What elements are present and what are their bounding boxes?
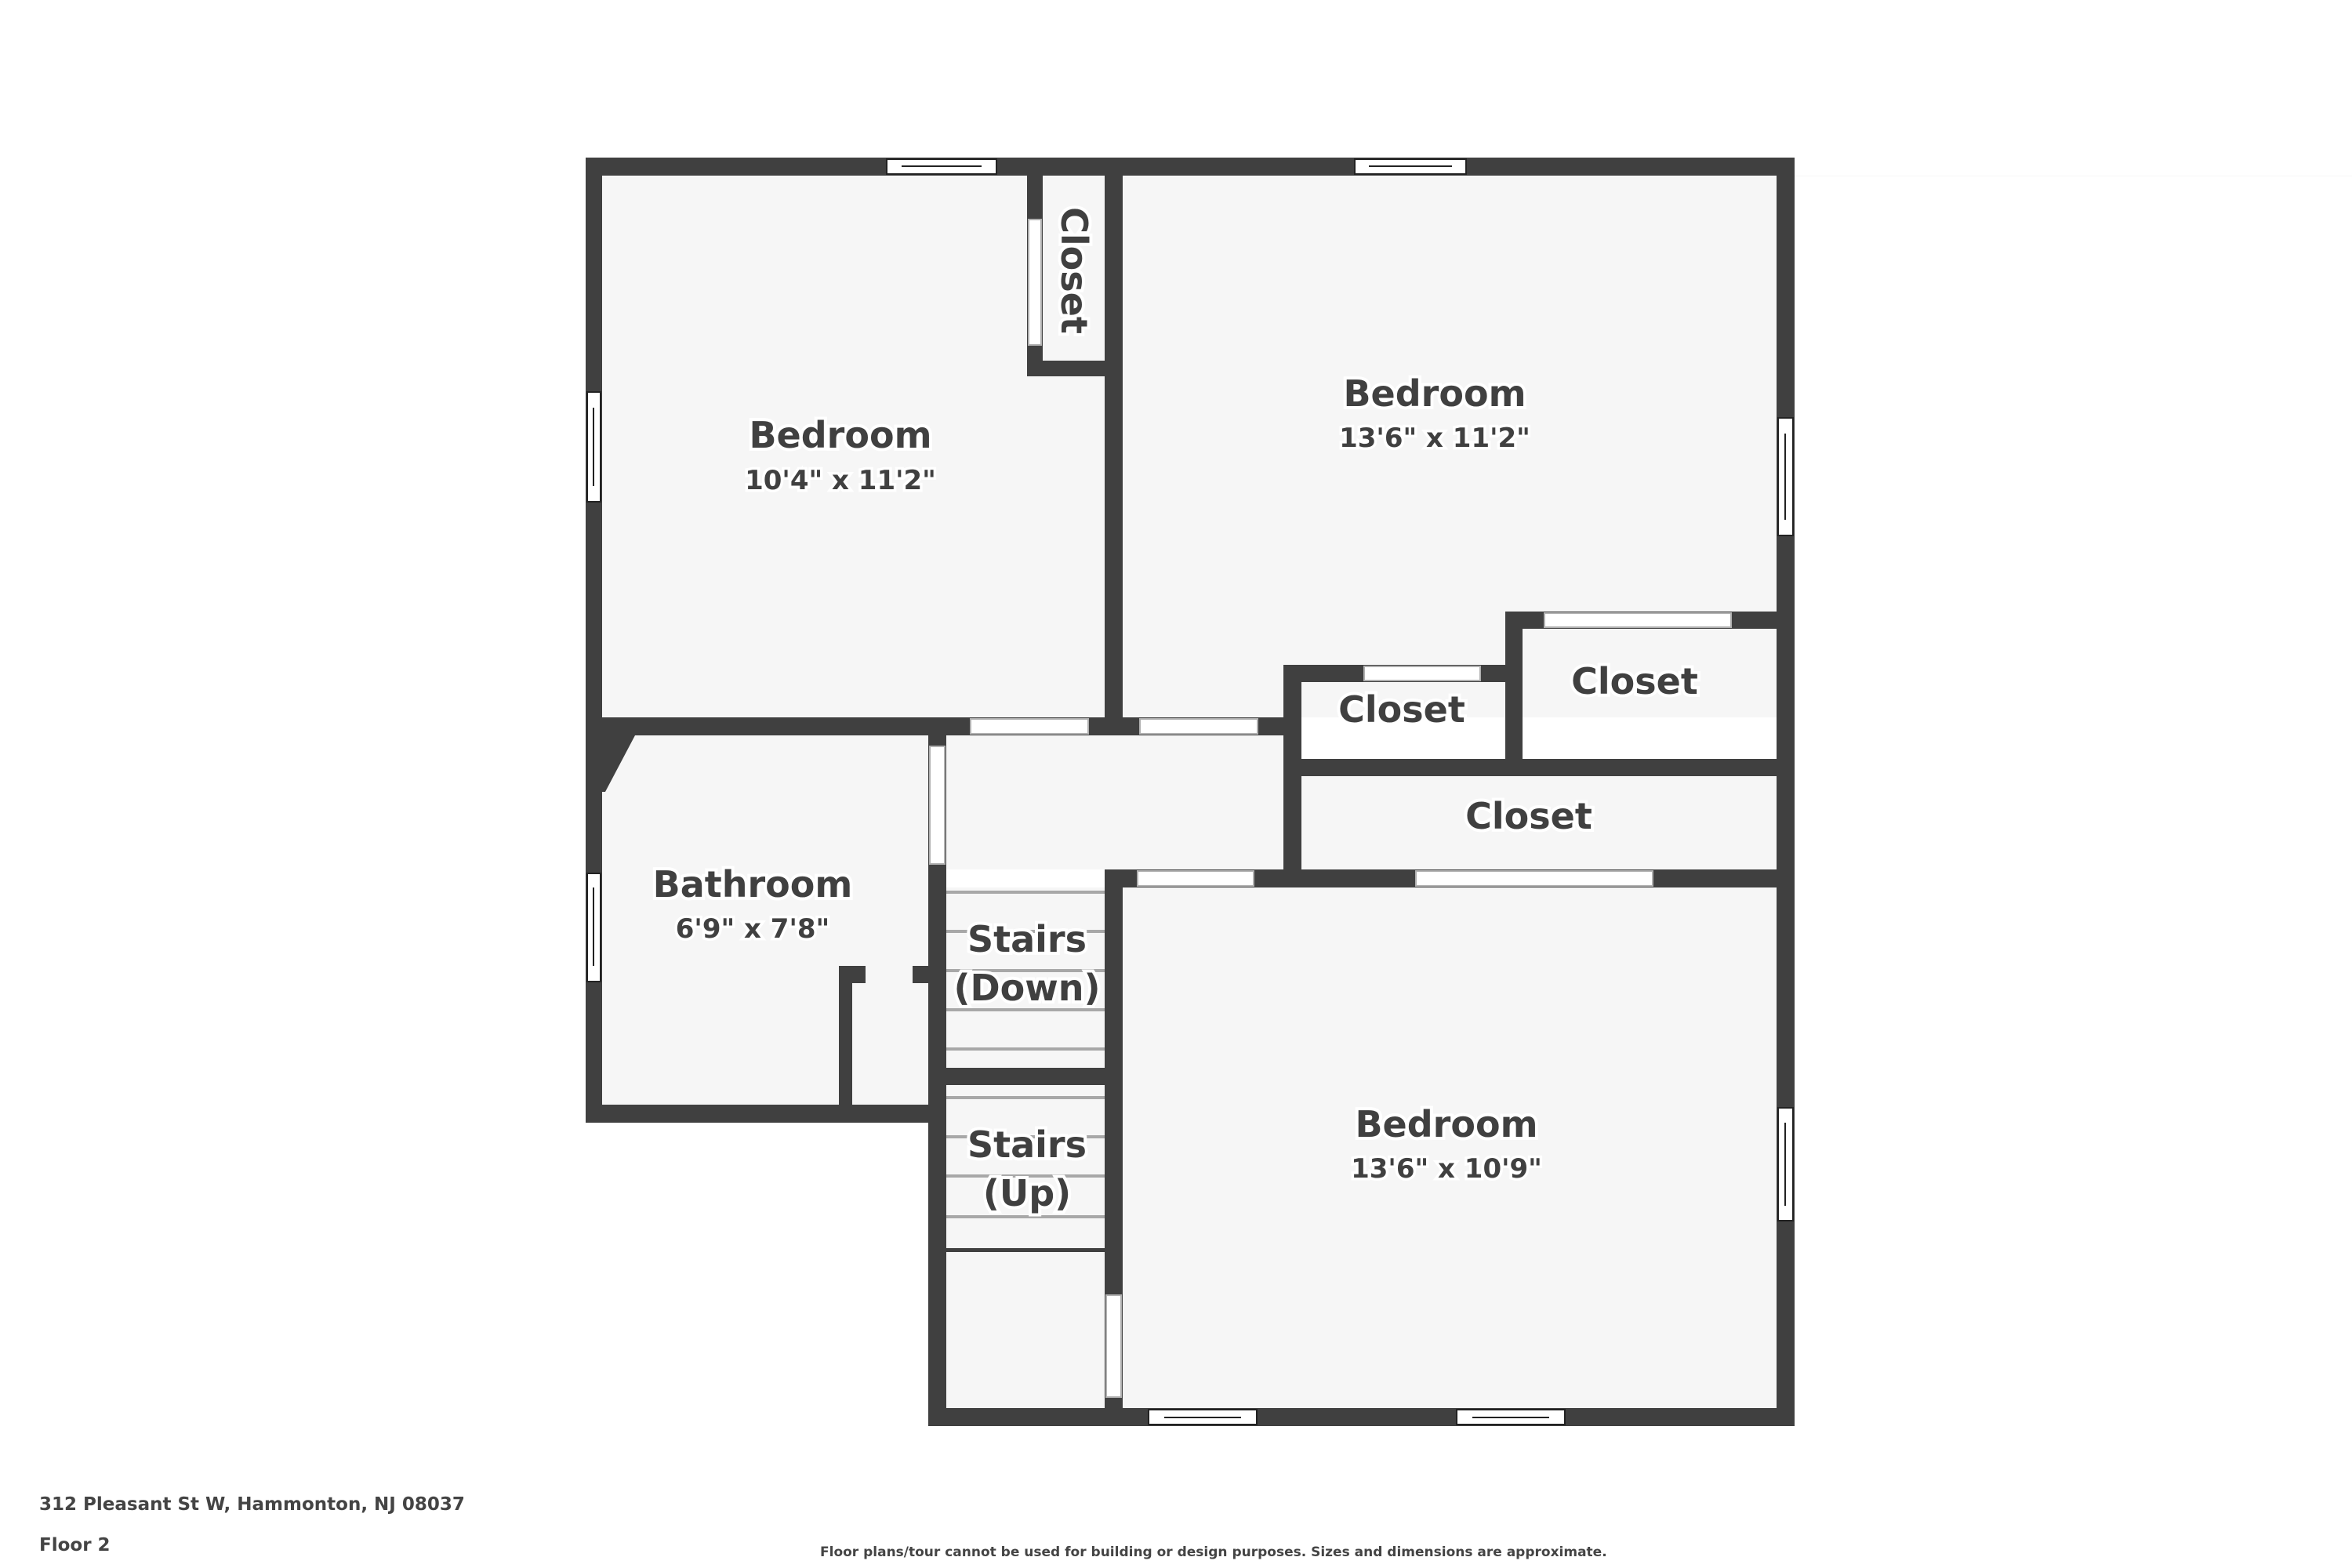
closet-ne-label: Closet xyxy=(1571,660,1698,702)
bedroom-se-label: Bedroom xyxy=(1355,1103,1537,1145)
windows xyxy=(586,158,1794,1425)
stairs-down-direction: (Down) xyxy=(953,967,1100,1009)
window-icon xyxy=(1354,158,1467,175)
window-icon xyxy=(1777,1107,1794,1221)
window-icon xyxy=(886,158,997,175)
room-labels: Bedroom 10'4" x 11'2" Closet Bedroom 13'… xyxy=(650,204,1701,1218)
doorways xyxy=(929,219,1732,1398)
stairs-up-direction: (Up) xyxy=(983,1172,1071,1214)
stairs-up-label: Stairs xyxy=(967,1123,1087,1166)
window-icon xyxy=(1456,1409,1566,1425)
closet-small-label: Closet xyxy=(1338,688,1465,731)
bathroom-floor xyxy=(602,735,928,1105)
bedroom-ne-label: Bedroom xyxy=(1343,372,1526,415)
stairs-floor xyxy=(946,887,1105,1408)
hallway-floor xyxy=(946,735,1288,869)
bathroom-label: Bathroom xyxy=(653,863,853,906)
disclaimer: Floor plans/tour cannot be used for buil… xyxy=(820,1544,1607,1560)
stair-treads xyxy=(946,891,1105,1218)
floor-label: Floor 2 xyxy=(39,1535,111,1555)
bedroom-se-floor xyxy=(1123,887,1777,1408)
stairs-down-label: Stairs xyxy=(967,918,1087,960)
closet-long-floor xyxy=(1301,776,1777,869)
window-icon xyxy=(586,873,601,982)
window-icon xyxy=(586,391,601,503)
window-icon xyxy=(1148,1409,1258,1425)
closet-nw-label: Closet xyxy=(1053,207,1095,334)
closet-long-label: Closet xyxy=(1465,795,1592,837)
bedroom-ne-dimensions: 13'6" x 11'2" xyxy=(1339,423,1530,454)
floor-areas xyxy=(602,176,2352,1408)
bathroom-dimensions: 6'9" x 7'8" xyxy=(676,913,829,945)
bedroom-nw-floor xyxy=(602,176,1105,717)
property-address: 312 Pleasant St W, Hammonton, NJ 08037 xyxy=(39,1494,465,1515)
window-icon xyxy=(1777,417,1794,536)
bedroom-nw-dimensions: 10'4" x 11'2" xyxy=(745,465,936,496)
bedroom-se-dimensions: 13'6" x 10'9" xyxy=(1351,1153,1542,1185)
bedroom-nw-label: Bedroom xyxy=(749,414,931,456)
